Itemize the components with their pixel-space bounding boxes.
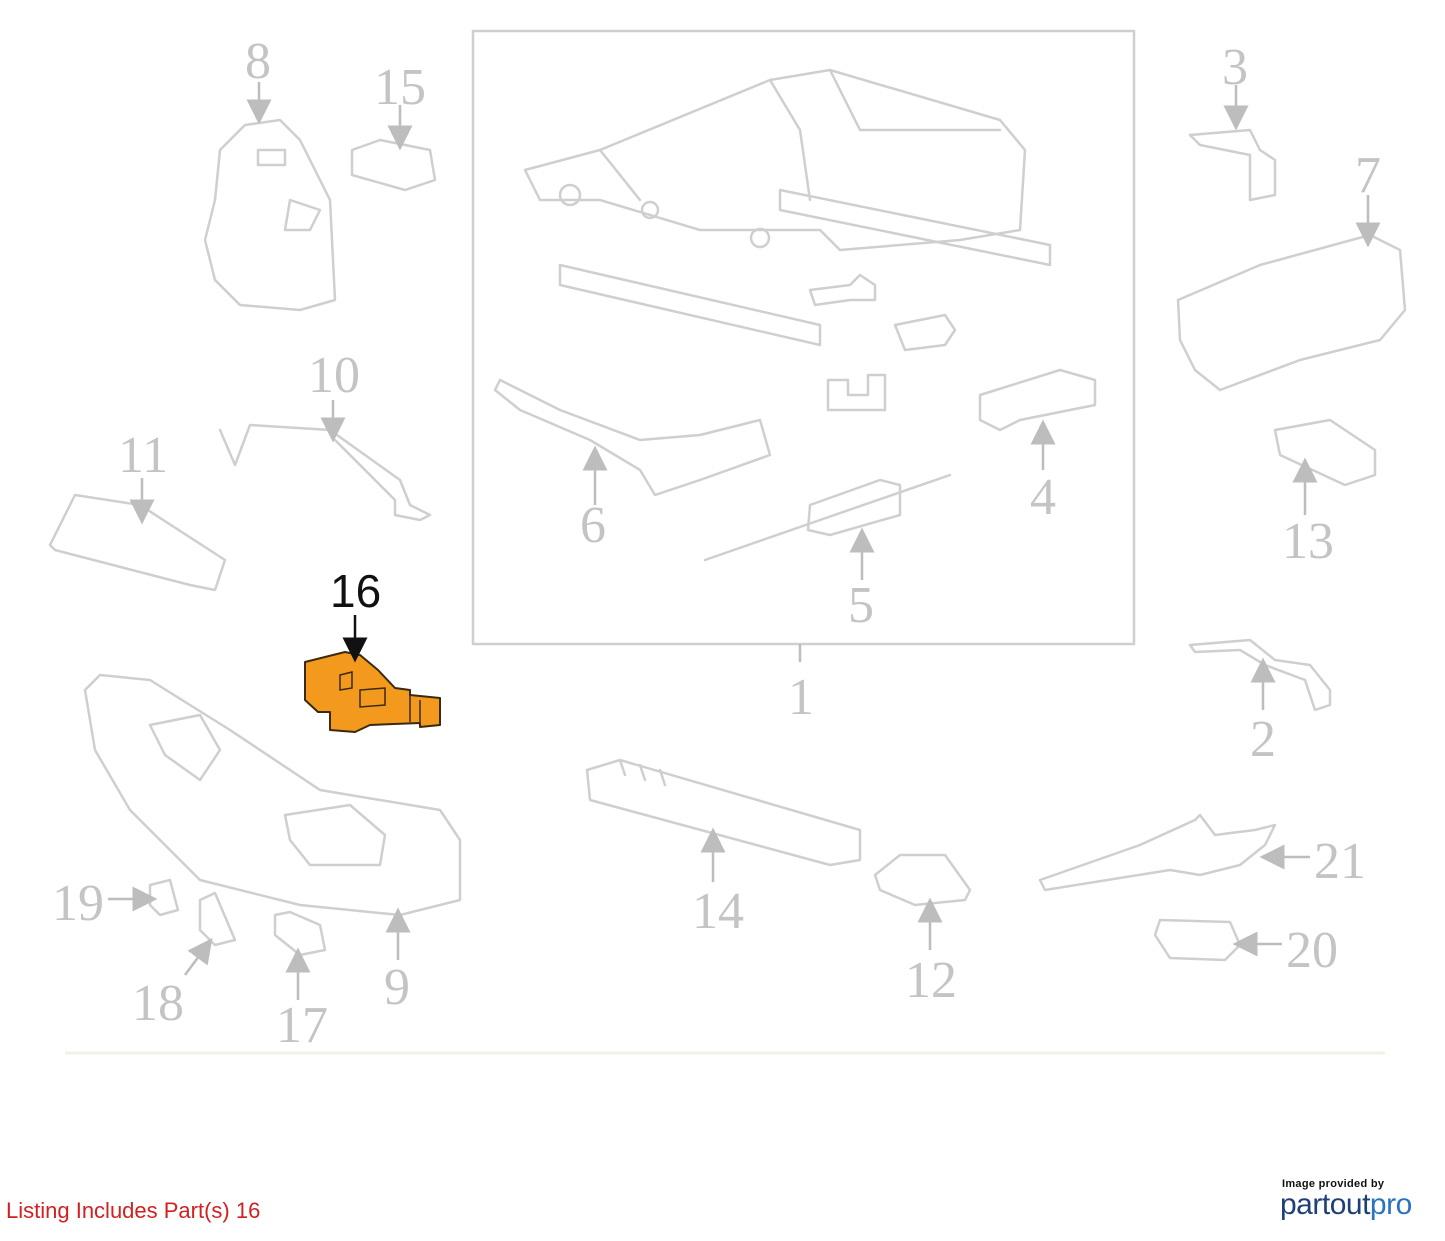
callout-11: 11	[118, 427, 169, 484]
part-18-shape	[198, 891, 237, 947]
callout-2: 2	[1250, 711, 1276, 768]
brand-part-1: partout	[1280, 1188, 1370, 1221]
image-credit-text: Image provided by	[1282, 1178, 1385, 1190]
callout-19: 19	[52, 875, 104, 932]
callout-20: 20	[1286, 922, 1338, 979]
callout-9: 9	[384, 959, 410, 1016]
part-17-shape	[273, 910, 327, 957]
part-3-shape	[1188, 128, 1277, 202]
seat-frame-box	[471, 29, 1136, 646]
callout-5: 5	[848, 577, 874, 634]
part-19-shape	[148, 878, 180, 917]
callout-10: 10	[308, 347, 360, 404]
part-7-shape	[1176, 233, 1407, 392]
callout-18: 18	[132, 975, 184, 1032]
callout-6: 6	[580, 497, 606, 554]
partoutpro-logo: partoutpro	[1280, 1188, 1412, 1222]
part-10-shape	[218, 423, 432, 522]
part-9-shape	[83, 673, 462, 917]
callout-15: 15	[374, 59, 426, 116]
callout-17: 17	[276, 997, 328, 1054]
callout-7: 7	[1355, 147, 1381, 204]
part-8-shape	[203, 118, 337, 312]
part-13-shape	[1273, 418, 1377, 487]
callout-8: 8	[245, 33, 271, 90]
listing-includes-text: Listing Includes Part(s) 16	[6, 1198, 261, 1223]
part-11-shape	[48, 493, 227, 592]
part-12-shape	[873, 853, 972, 907]
brand-part-2: pro	[1369, 1188, 1412, 1221]
callout-12: 12	[905, 952, 957, 1009]
part-20-shape	[1153, 918, 1242, 962]
callout-3: 3	[1222, 39, 1248, 96]
callout-16: 16	[330, 565, 382, 617]
callout-13: 13	[1282, 513, 1334, 570]
callout-4: 4	[1030, 469, 1056, 526]
callout-21: 21	[1314, 833, 1366, 890]
callout-1: 1	[788, 669, 814, 726]
part-14-shape	[585, 758, 862, 867]
part-16-highlighted	[304, 651, 441, 733]
part-21-shape	[1038, 813, 1277, 892]
seat-frame-part	[493, 68, 1097, 562]
callout-14: 14	[692, 883, 744, 940]
part-15-shape	[350, 138, 437, 192]
part-2-shape	[1188, 638, 1332, 712]
